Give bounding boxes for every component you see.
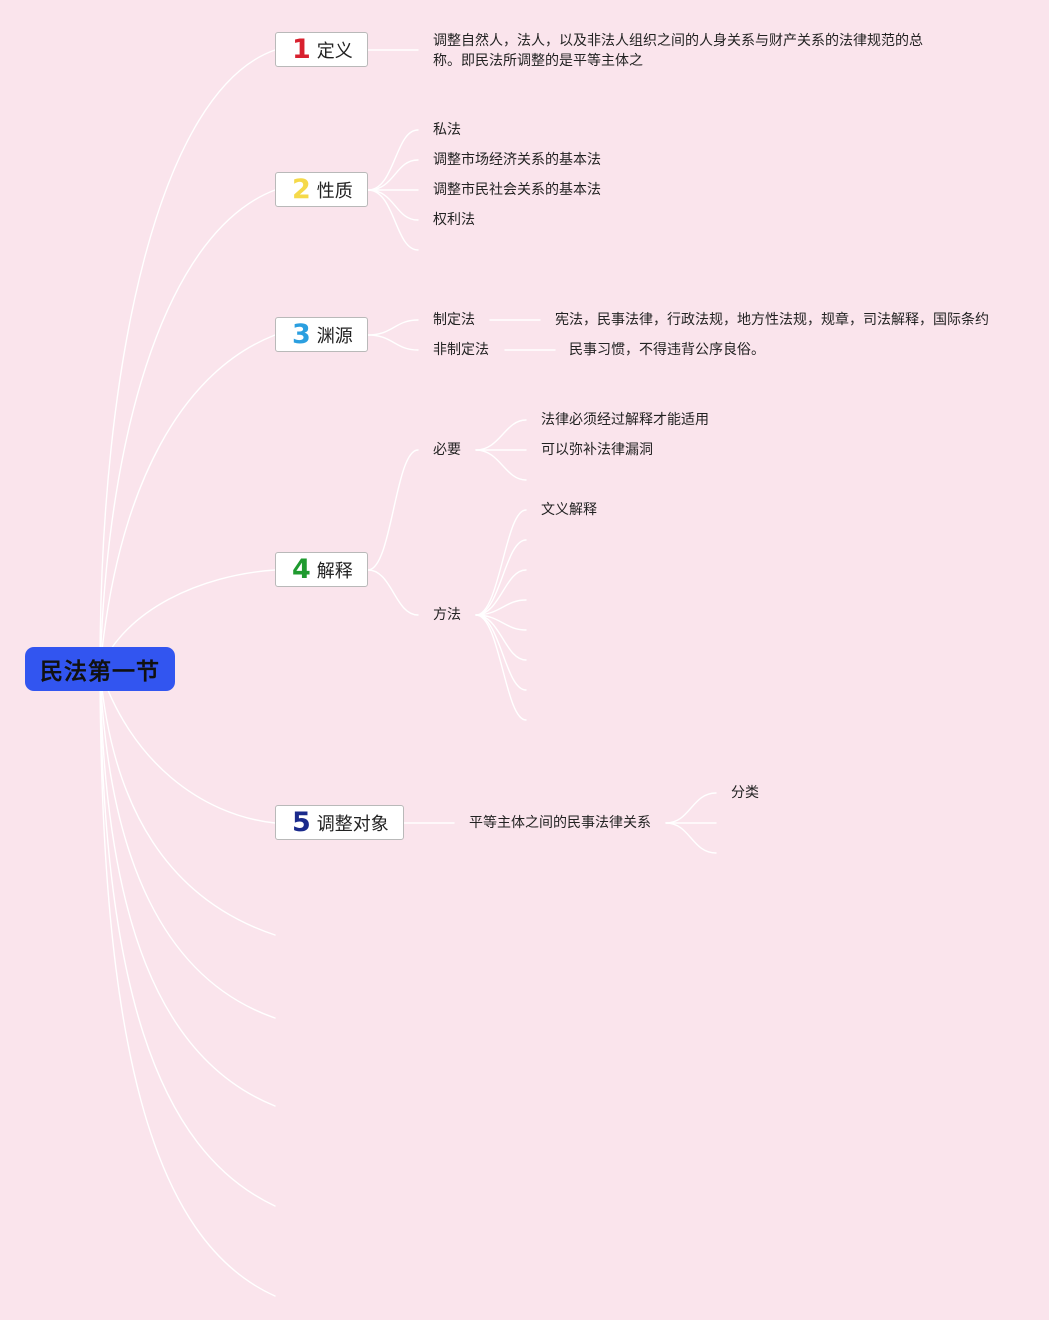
link-topic3-item1 bbox=[367, 319, 419, 336]
link-necessity-item1 bbox=[475, 419, 527, 451]
source-item-nonstatutory[interactable]: 非制定法 bbox=[433, 342, 489, 358]
topic-sources[interactable]: 3 渊源 bbox=[275, 317, 368, 352]
topic-label: 渊源 bbox=[316, 325, 353, 347]
link-root-empty2 bbox=[99, 668, 276, 1019]
link-topic2-item5 bbox=[367, 189, 419, 251]
topic-nature[interactable]: 2 性质 bbox=[275, 172, 368, 207]
link-necessity-item3 bbox=[475, 449, 527, 481]
link-root-empty3 bbox=[99, 668, 276, 1107]
link-method-item2 bbox=[475, 539, 527, 616]
link-method-item1 bbox=[475, 509, 527, 616]
link-topic2-item2 bbox=[367, 159, 419, 191]
link-root-topic3 bbox=[99, 334, 276, 670]
topic-label: 定义 bbox=[316, 40, 353, 62]
link-root-empty1 bbox=[99, 668, 276, 936]
classification-item[interactable]: 分类 bbox=[731, 785, 759, 801]
topic-number-3: 3 bbox=[292, 319, 311, 350]
source-item-statutory[interactable]: 制定法 bbox=[433, 312, 475, 328]
link-topic4-method bbox=[367, 569, 419, 616]
topic-interpretation[interactable]: 4 解释 bbox=[275, 552, 368, 587]
topic-number-4: 4 bbox=[292, 554, 311, 585]
topic-number-2: 2 bbox=[292, 174, 311, 205]
link-root-topic2 bbox=[99, 189, 276, 670]
definition-text[interactable]: 调整自然人，法人，以及非法人组织之间的人身关系与财产关系的法律规范的总称。即民法… bbox=[433, 33, 923, 69]
topic-regulated-object[interactable]: 5 调整对象 bbox=[275, 805, 404, 840]
nature-item[interactable]: 权利法 bbox=[433, 212, 475, 228]
link-child-sub3 bbox=[665, 822, 717, 854]
regulated-object-child[interactable]: 平等主体之间的民事法律关系 bbox=[469, 815, 651, 831]
link-method-item6 bbox=[475, 614, 527, 661]
link-root-topic5 bbox=[99, 668, 276, 824]
link-root-empty5 bbox=[99, 668, 276, 1297]
link-topic3-item2 bbox=[367, 334, 419, 351]
topic-label: 解释 bbox=[316, 560, 353, 582]
topic-number-1: 1 bbox=[292, 34, 311, 65]
topic-label: 调整对象 bbox=[316, 813, 389, 835]
link-child-sub1 bbox=[665, 792, 717, 824]
source-detail-statutory[interactable]: 宪法，民事法律，行政法规，地方性法规，规章，司法解释，国际条约 bbox=[555, 312, 989, 328]
interpretation-necessity[interactable]: 必要 bbox=[433, 442, 461, 458]
link-root-empty4 bbox=[99, 668, 276, 1207]
root-topic[interactable]: 民法第一节 bbox=[25, 647, 175, 691]
interpretation-method[interactable]: 方法 bbox=[433, 607, 461, 623]
link-method-item8 bbox=[475, 614, 527, 721]
link-topic2-item1 bbox=[367, 129, 419, 191]
link-method-item7 bbox=[475, 614, 527, 691]
nature-item[interactable]: 调整市民社会关系的基本法 bbox=[433, 182, 601, 198]
topic-label: 性质 bbox=[316, 180, 353, 202]
nature-item[interactable]: 调整市场经济关系的基本法 bbox=[433, 152, 601, 168]
topic-number-5: 5 bbox=[292, 807, 311, 838]
method-item[interactable]: 文义解释 bbox=[541, 502, 597, 518]
link-root-topic1 bbox=[99, 49, 276, 670]
necessity-item[interactable]: 可以弥补法律漏洞 bbox=[541, 442, 653, 458]
topic-definition[interactable]: 1 定义 bbox=[275, 32, 368, 67]
nature-item[interactable]: 私法 bbox=[433, 122, 461, 138]
necessity-item[interactable]: 法律必须经过解释才能适用 bbox=[541, 412, 709, 428]
source-detail-nonstatutory[interactable]: 民事习惯，不得违背公序良俗。 bbox=[569, 342, 765, 358]
link-method-item3 bbox=[475, 569, 527, 616]
link-topic4-necessity bbox=[367, 449, 419, 571]
link-method-item4 bbox=[475, 599, 527, 616]
